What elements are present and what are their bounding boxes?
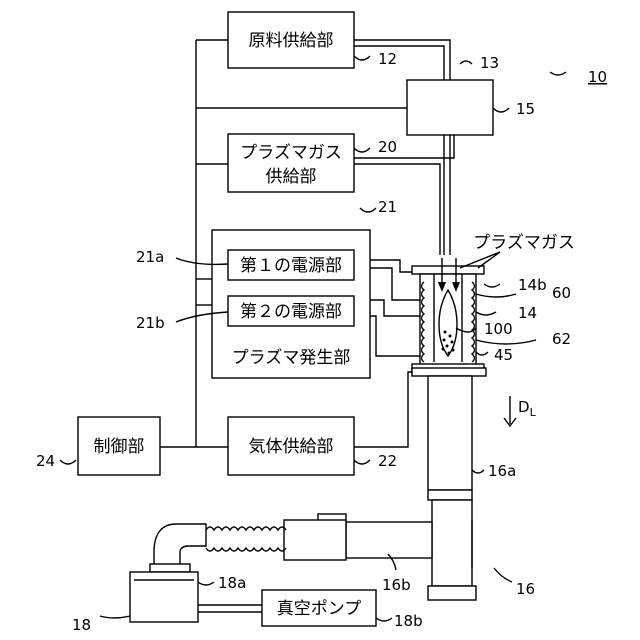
plasma-gas-annotation: プラズマガス xyxy=(473,233,575,253)
gas-supply-label: 気体供給部 xyxy=(249,437,334,457)
ref-60: 60 xyxy=(552,284,571,302)
ref-24: 24 xyxy=(36,452,55,470)
ref-21: 21 xyxy=(378,198,397,216)
ref-16a: 16a xyxy=(488,462,516,480)
flow-direction-label: DL xyxy=(518,398,537,419)
ref-15: 15 xyxy=(516,100,535,118)
ref-100: 100 xyxy=(484,320,513,338)
ref-16: 16 xyxy=(516,580,535,598)
ref-21a: 21a xyxy=(136,248,164,266)
ref-21b: 21b xyxy=(136,314,165,332)
ref-45: 45 xyxy=(494,346,513,364)
ref-13: 13 xyxy=(480,54,499,72)
ref-16b: 16b xyxy=(382,576,411,594)
plasma-torch xyxy=(412,258,484,374)
ref-14b: 14b xyxy=(518,276,547,294)
box-15 xyxy=(407,80,493,135)
plasma-gas-supply-label-1: プラズマガス xyxy=(240,143,342,163)
ref-10: 10 xyxy=(588,68,607,86)
power-supply-2-label: 第２の電源部 xyxy=(240,302,342,322)
collector-18 xyxy=(130,564,198,622)
plasma-gas-supply-label-2: 供給部 xyxy=(266,167,317,187)
flow-direction-arrow xyxy=(504,396,516,426)
exhaust-pipe-16b xyxy=(154,514,432,568)
ref-14: 14 xyxy=(518,304,537,322)
ref-18: 18 xyxy=(72,616,91,634)
control-label: 制御部 xyxy=(94,437,145,457)
ref-62: 62 xyxy=(552,330,571,348)
ref-22: 22 xyxy=(378,452,397,470)
ref-20: 20 xyxy=(378,138,397,156)
power-supply-1-label: 第１の電源部 xyxy=(240,256,342,276)
plasma-generator-label: プラズマ発生部 xyxy=(232,348,351,368)
chamber-16 xyxy=(412,368,486,600)
raw-material-supply-label: 原料供給部 xyxy=(249,31,334,51)
ref-18a: 18a xyxy=(218,574,246,592)
ref-18b: 18b xyxy=(394,612,423,630)
ref-12: 12 xyxy=(378,50,397,68)
vacuum-pump-label: 真空ポンプ xyxy=(277,599,362,619)
